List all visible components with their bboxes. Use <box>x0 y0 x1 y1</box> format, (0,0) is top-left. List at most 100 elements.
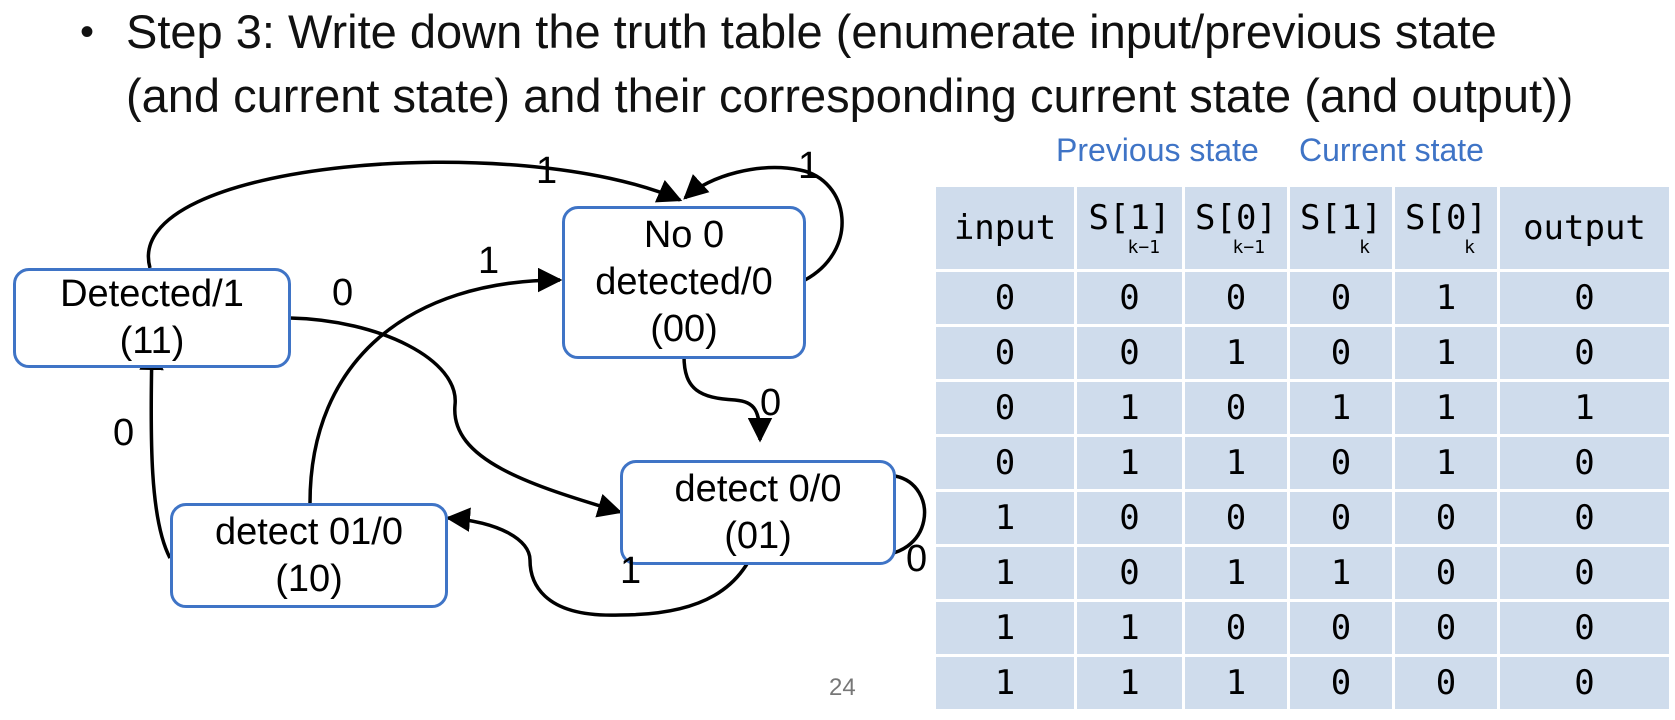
edge-detected-to-no0 <box>146 160 683 269</box>
table-cell: 1 <box>1392 269 1500 327</box>
table-cell: 0 <box>1287 434 1395 492</box>
state-diagram: Detected/1 (11) No 0 detected/0 (00) det… <box>0 140 940 710</box>
bullet-dot: • <box>80 10 95 54</box>
table-cell: 1 <box>933 599 1077 657</box>
table-cell: 1 <box>1074 654 1185 712</box>
state-detect0-code: (01) <box>724 514 792 557</box>
state-detect01: detect 01/0 (10) <box>170 503 448 608</box>
table-cell: 1 <box>1392 379 1500 437</box>
state-detect01-code: (10) <box>275 557 343 600</box>
table-cell: 1 <box>933 489 1077 547</box>
table-cell: 1 <box>1497 379 1672 437</box>
label-detect01-to-no0: 1 <box>478 240 500 282</box>
state-detected: Detected/1 (11) <box>13 268 291 368</box>
table-cell: 0 <box>933 269 1077 327</box>
table-cell: 0 <box>1287 654 1395 712</box>
table-cell: 0 <box>1497 489 1672 547</box>
label-no0-self: 1 <box>798 145 820 187</box>
state-no0-name-2: detected/0 <box>595 261 773 303</box>
table-cell: 0 <box>1287 269 1395 327</box>
bullet-line-1: Step 3: Write down the truth table (enum… <box>126 5 1497 58</box>
table-cell: 0 <box>1182 379 1290 437</box>
state-detect0: detect 0/0 (01) <box>620 460 896 565</box>
table-cell: 1 <box>933 654 1077 712</box>
state-edges <box>139 160 927 617</box>
table-cell: 1 <box>1182 544 1290 602</box>
state-detected-code: (11) <box>119 320 185 362</box>
header-cur-s0: S[0]k <box>1392 184 1500 272</box>
header-cur-s1: S[1]k <box>1287 184 1395 272</box>
header-output: output <box>1497 184 1672 272</box>
header-input: input <box>933 184 1077 272</box>
table-cell: 1 <box>1074 434 1185 492</box>
table-cell: 1 <box>1182 654 1290 712</box>
label-detected-to-detect0: 0 <box>332 272 354 314</box>
edge-detect01-to-no0 <box>308 267 563 504</box>
table-cell: 0 <box>1392 599 1500 657</box>
state-no0-code: (00) <box>650 308 718 350</box>
table-cell: 0 <box>933 324 1077 382</box>
edge-detected-to-detect0 <box>289 316 623 518</box>
state-no0-detected: No 0 detected/0 (00) <box>562 206 806 359</box>
state-detect01-name: detect 01/0 <box>214 510 404 553</box>
table-cell: 0 <box>1287 324 1395 382</box>
previous-state-label: Previous state <box>1056 132 1259 168</box>
table-cell: 0 <box>1074 324 1185 382</box>
edge-no0-self <box>683 165 844 282</box>
table-cell: 0 <box>1287 599 1395 657</box>
truth-table: input S[1]k−1 S[0]k−1 S[1]k S[0]k output… <box>933 184 1672 712</box>
table-cell: 0 <box>1497 599 1672 657</box>
table-cell: 0 <box>933 379 1077 437</box>
label-detect0-to-detect01: 1 <box>620 550 642 592</box>
label-detect0-self: 0 <box>906 538 928 580</box>
table-cell: 0 <box>1074 489 1185 547</box>
table-cell: 0 <box>1392 489 1500 547</box>
header-prev-s1: S[1]k−1 <box>1074 184 1185 272</box>
state-no0-name: No 0 <box>643 214 725 256</box>
state-detect0-name: detect 0/0 <box>674 467 842 510</box>
table-cell: 0 <box>1497 654 1672 712</box>
page-number: 24 <box>829 674 856 701</box>
table-cell: 1 <box>1287 544 1395 602</box>
edge-detect01-to-detected <box>139 345 172 559</box>
table-cell: 0 <box>1182 599 1290 657</box>
table-cell: 1 <box>1392 324 1500 382</box>
table-cell: 0 <box>1074 269 1185 327</box>
table-cell: 0 <box>1182 489 1290 547</box>
header-prev-s0: S[0]k−1 <box>1182 184 1290 272</box>
current-state-label: Current state <box>1299 132 1484 168</box>
table-cell: 1 <box>1074 379 1185 437</box>
bullet-line-2: (and current state) and their correspond… <box>126 69 1574 122</box>
label-detected-to-no0: 1 <box>536 150 558 192</box>
table-cell: 0 <box>1497 434 1672 492</box>
table-cell: 0 <box>1497 324 1672 382</box>
edge-detect0-to-detect01 <box>445 507 762 617</box>
edge-no0-to-detect0 <box>682 355 773 443</box>
label-no0-to-detect0: 0 <box>760 382 782 424</box>
table-cell: 1 <box>1182 434 1290 492</box>
table-cell: 1 <box>933 544 1077 602</box>
table-cell: 0 <box>933 434 1077 492</box>
state-detected-name: Detected/1 <box>60 273 244 315</box>
table-cell: 1 <box>1182 324 1290 382</box>
table-cell: 0 <box>1392 654 1500 712</box>
table-cell: 1 <box>1074 599 1185 657</box>
table-header-row: input S[1]k−1 S[0]k−1 S[1]k S[0]k output <box>933 184 1672 272</box>
table-cell: 0 <box>1182 269 1290 327</box>
table-cell: 1 <box>1392 434 1500 492</box>
label-detect01-to-detected: 0 <box>113 412 135 454</box>
table-cell: 0 <box>1497 269 1672 327</box>
table-cell: 1 <box>1287 379 1395 437</box>
table-cell: 0 <box>1497 544 1672 602</box>
table-cell: 0 <box>1287 489 1395 547</box>
table-cell: 0 <box>1392 544 1500 602</box>
table-cell: 0 <box>1074 544 1185 602</box>
